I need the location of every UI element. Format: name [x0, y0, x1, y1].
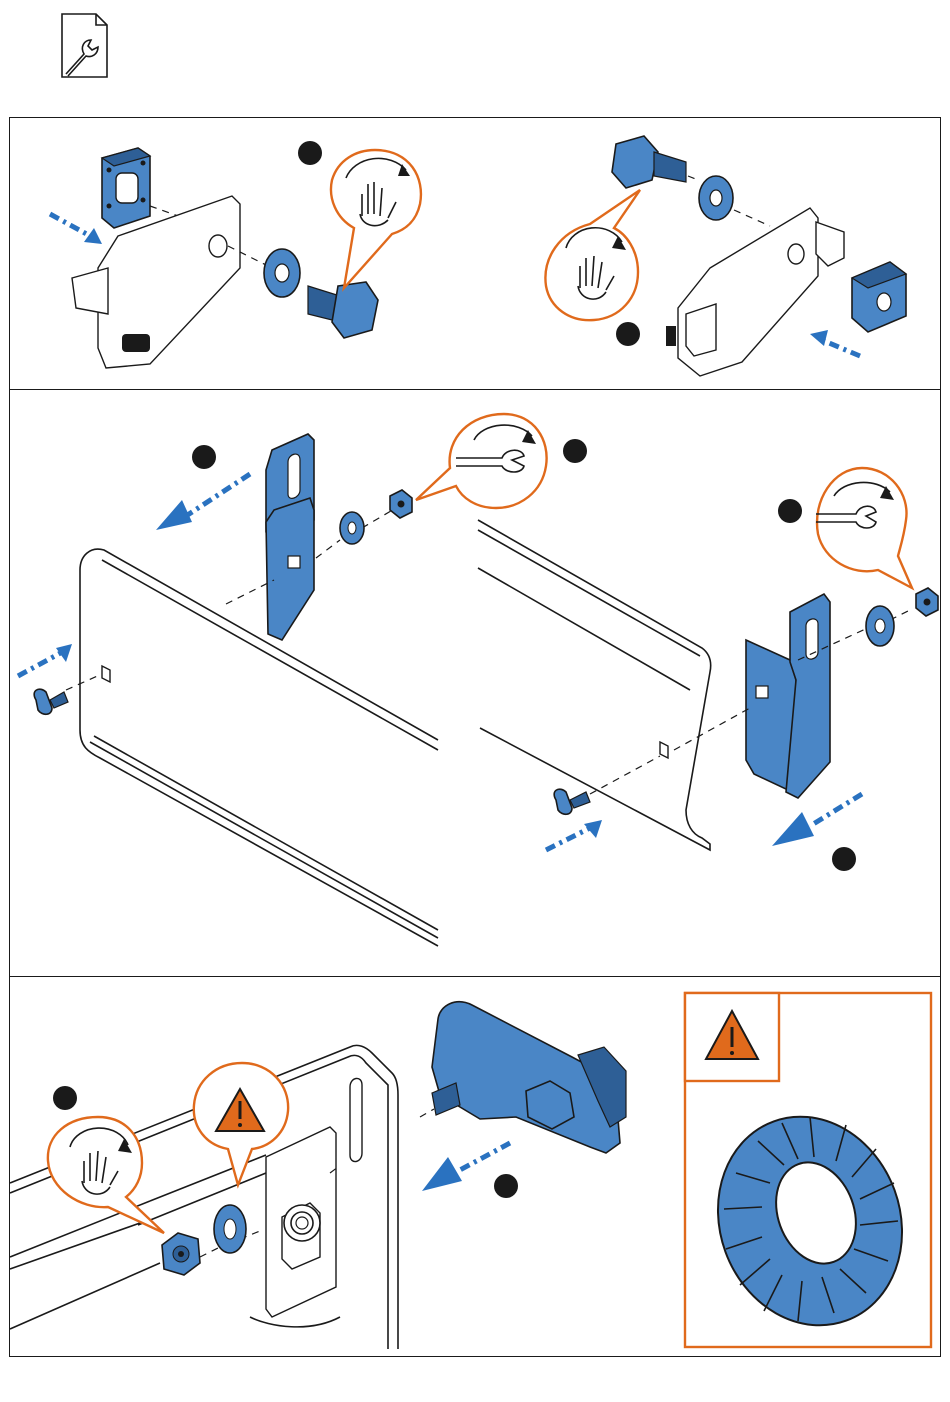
- document-wrench-icon: [0, 0, 950, 117]
- step-marker-2: [616, 322, 640, 346]
- washer-p2-right: [866, 606, 894, 646]
- step-marker-1: [298, 141, 322, 165]
- bolt-p2-right: [554, 789, 590, 814]
- clamp-block-left: [102, 148, 150, 228]
- nut-p3: [162, 1233, 200, 1275]
- panel-3: [9, 976, 941, 1357]
- direction-arrow-3: [18, 644, 72, 676]
- hand-tighten-callout-2: [545, 190, 640, 320]
- lock-washer-inset: [685, 993, 931, 1351]
- panel-3-illustration: [10, 977, 942, 1358]
- direction-arrow-1: [50, 214, 102, 244]
- lock-washer-p3: [214, 1205, 246, 1253]
- bracket-right: [666, 208, 844, 376]
- washer-left: [264, 249, 300, 297]
- step-marker-8: [494, 1174, 518, 1198]
- panel-2: [9, 389, 941, 977]
- wrench-tighten-callout-2: [816, 468, 912, 588]
- clamp-block-right: [852, 262, 906, 332]
- panel-1-illustration: [10, 118, 942, 391]
- wrench-tighten-callout-1: [416, 414, 547, 508]
- direction-arrow-4: [156, 474, 250, 530]
- panel-2-illustration: [10, 390, 942, 978]
- bracket-blue-left: [266, 434, 314, 640]
- rail-right: [478, 520, 711, 850]
- step-marker-7: [53, 1086, 77, 1110]
- direction-arrow-6: [772, 794, 862, 846]
- step-marker-4: [563, 439, 587, 463]
- step-marker-6: [832, 847, 856, 871]
- hand-tighten-callout-1: [331, 150, 421, 288]
- rail-left: [80, 549, 438, 946]
- step-marker-5: [778, 499, 802, 523]
- panel-1: [9, 117, 941, 390]
- nut-p2-right: [916, 588, 938, 616]
- step-marker-3: [192, 445, 216, 469]
- bolt-right: [612, 136, 686, 188]
- bracket-left: [72, 196, 240, 368]
- bracket-blue-right: [746, 594, 830, 798]
- bolt-p2-left: [34, 689, 68, 714]
- nut-p2-left: [390, 490, 412, 518]
- direction-arrow-5: [546, 820, 602, 850]
- direction-arrow-2: [810, 330, 860, 356]
- hand-tighten-callout-3: [48, 1117, 164, 1233]
- washer-p2-left: [340, 512, 364, 544]
- clamp-plate-blue: [420, 1002, 626, 1153]
- washer-right: [699, 176, 733, 220]
